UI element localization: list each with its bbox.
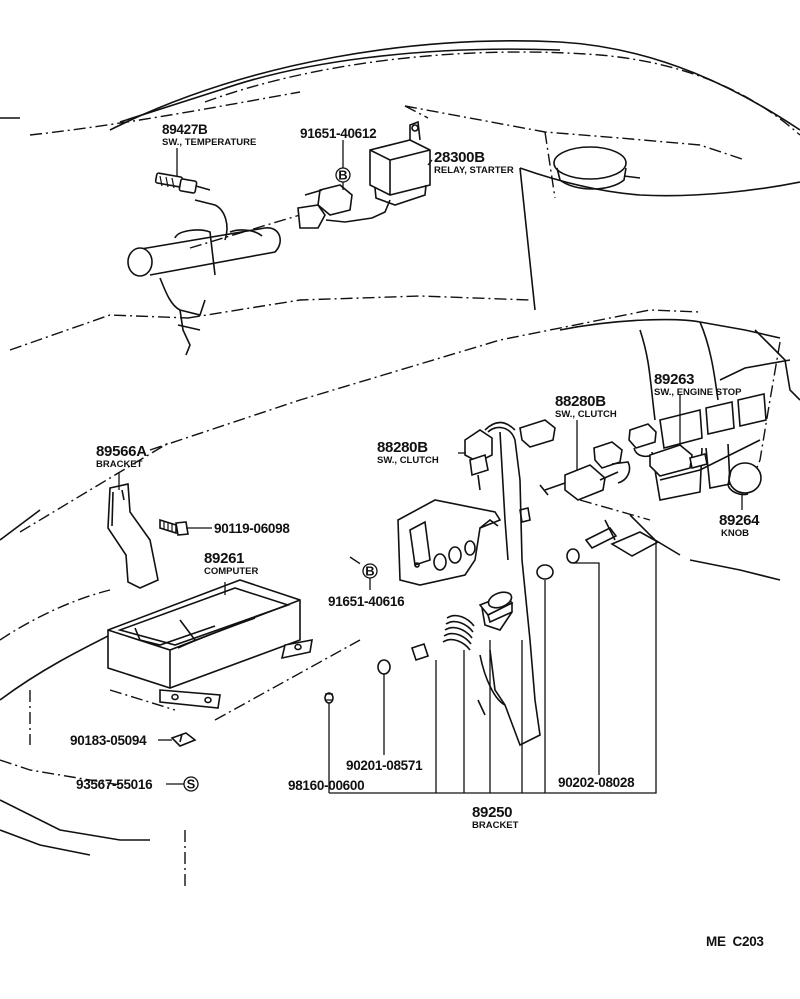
- part-name-clutch-switch-left: SW., CLUTCH: [377, 455, 439, 466]
- temperature-switch-drawing: [154, 172, 211, 194]
- label-98160: 98160-00600: [288, 778, 365, 793]
- label-88280b-left: 88280B SW., CLUTCH: [377, 439, 439, 466]
- ref-circle-b-lower: [362, 563, 378, 579]
- ref-letter-s: S: [187, 777, 196, 792]
- part-name-computer: COMPUTER: [204, 566, 259, 577]
- part-number-28300b: 28300B: [434, 149, 485, 166]
- part-number-88280b-right: 88280B: [555, 393, 606, 410]
- part-number-89250: 89250: [472, 804, 512, 821]
- ref-letter-b-top: B: [338, 168, 347, 183]
- bracket-89566a-drawing: [107, 483, 159, 589]
- part-number-90119-06098: 90119-06098: [214, 521, 290, 536]
- part-number-88280b-left: 88280B: [377, 439, 428, 456]
- leader-lines: [118, 140, 743, 794]
- ref-circle-b-top: [335, 167, 351, 183]
- part-number-91651-40612: 91651-40612: [300, 126, 376, 141]
- clip-90183-drawing: [170, 732, 197, 747]
- diagram-code-label: ME C203: [706, 934, 765, 949]
- part-number-91651-40616: 91651-40616: [328, 594, 405, 609]
- part-number-89261: 89261: [204, 550, 244, 567]
- clutch-pedal-bracket-drawing: [324, 426, 660, 747]
- part-number-89566a: 89566A: [96, 443, 147, 460]
- part-name-bracket-89250: BRACKET: [472, 820, 519, 831]
- part-number-89263: 89263: [654, 371, 694, 388]
- label-91651-40612: 91651-40612 B: [300, 126, 377, 183]
- ref-letter-b-lower: B: [365, 564, 374, 579]
- part-name-engine-stop-switch: SW., ENGINE STOP: [654, 387, 742, 398]
- bolt-90119-drawing: [159, 518, 189, 536]
- part-number-89427b: 89427B: [162, 122, 208, 137]
- vehicle-body-outline: [0, 40, 800, 890]
- ref-circle-s: [183, 776, 199, 792]
- computer-89261-drawing: [107, 579, 313, 709]
- engine-pipes-drawing: [127, 199, 281, 356]
- label-89427b: 89427B SW., TEMPERATURE: [162, 122, 256, 148]
- label-89566a: 89566A BRACKET: [96, 443, 148, 470]
- label-90201: 90201-08571: [346, 758, 423, 773]
- part-number-90183-05094: 90183-05094: [70, 733, 147, 748]
- clutch-switch-right-drawing: [539, 441, 631, 501]
- part-name-clutch-switch-right: SW., CLUTCH: [555, 409, 617, 420]
- part-name-knob: KNOB: [721, 528, 749, 539]
- label-89263: 89263 SW., ENGINE STOP: [654, 371, 742, 398]
- clutch-switch-left-drawing: [464, 419, 556, 491]
- label-89264: 89264 KNOB: [719, 512, 760, 539]
- label-91651-40616: B 91651-40616: [328, 563, 405, 609]
- part-name-temperature-switch: SW., TEMPERATURE: [162, 137, 256, 148]
- part-name-bracket-89566a: BRACKET: [96, 459, 143, 470]
- label-90202: 90202-08028: [558, 775, 635, 790]
- part-name-starter-relay: RELAY, STARTER: [434, 165, 514, 176]
- label-90119: 90119-06098: [214, 521, 291, 536]
- knob-89264-drawing: [727, 462, 762, 496]
- label-93567: 93567-55016 S: [76, 776, 199, 792]
- label-89250: 89250 BRACKET: [472, 804, 519, 831]
- part-number-89264: 89264: [719, 512, 760, 529]
- label-90183: 90183-05094: [70, 733, 147, 748]
- part-number-90202-08028: 90202-08028: [558, 775, 635, 790]
- label-89261: 89261 COMPUTER: [204, 550, 259, 577]
- starter-relay-drawing: [297, 120, 431, 229]
- engine-stop-switch-drawing: [628, 423, 708, 477]
- label-88280b-right: 88280B SW., CLUTCH: [555, 393, 617, 420]
- part-number-98160-00600: 98160-00600: [288, 778, 364, 793]
- label-28300b: 28300B RELAY, STARTER: [434, 149, 514, 176]
- part-number-93567-55016: 93567-55016: [76, 777, 153, 792]
- part-number-90201-08571: 90201-08571: [346, 758, 423, 773]
- diagram-code: ME C203: [706, 934, 764, 949]
